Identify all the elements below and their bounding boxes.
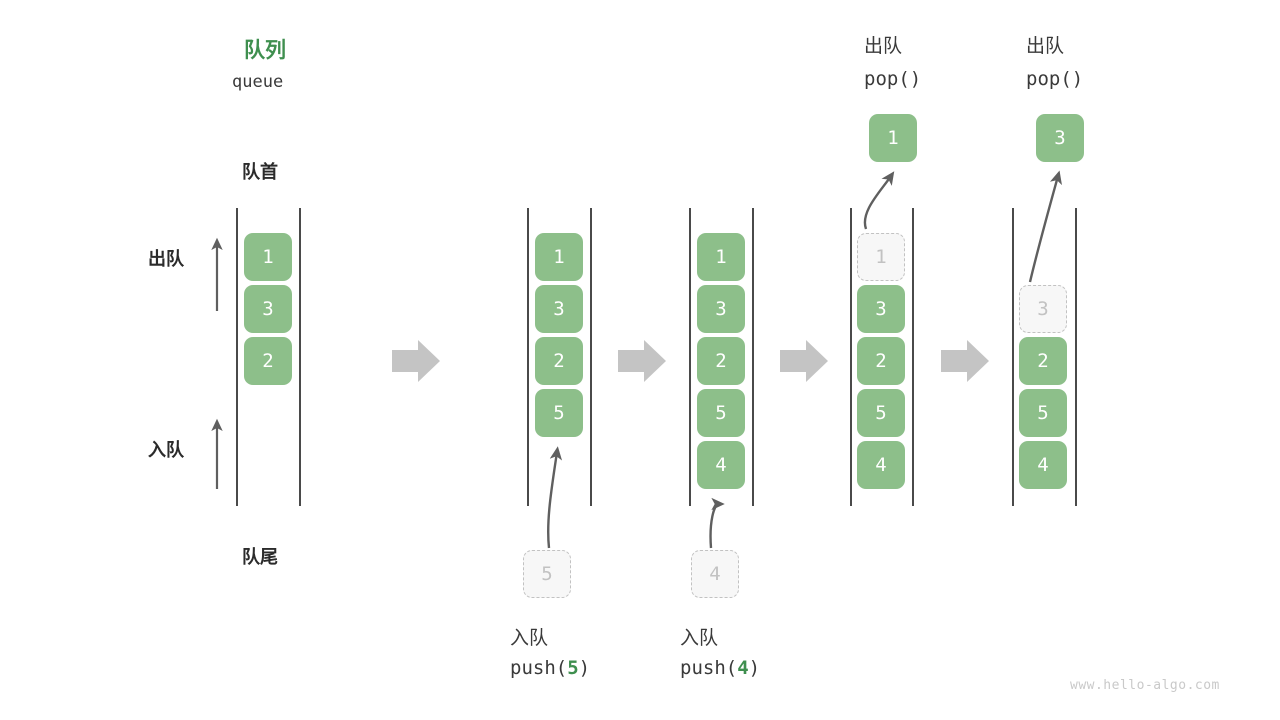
transition-block-arrow — [618, 340, 666, 382]
queue-cell: 4 — [1019, 441, 1067, 489]
pop-header-cn-2: 出队 — [1026, 36, 1065, 57]
queue-cell: 4 — [697, 441, 745, 489]
queue-rail-right-4 — [912, 208, 914, 506]
push-code-head: push( — [680, 657, 738, 679]
push-caption-code-2: push(4) — [680, 657, 760, 679]
queue-cell: 2 — [697, 337, 745, 385]
queue-cell: 5 — [535, 389, 583, 437]
queue-cell: 3 — [535, 285, 583, 333]
queue-cell: 1 — [697, 233, 745, 281]
queue-rail-right-3 — [752, 208, 754, 506]
push-code-arg: 4 — [737, 657, 749, 679]
incoming-ghost-cell: 4 — [691, 550, 739, 598]
queue-cell: 3 — [697, 285, 745, 333]
popped-cell: 3 — [1036, 114, 1084, 162]
push-caption-cn-2: 入队 — [680, 628, 719, 649]
push-arrow-2 — [709, 497, 725, 549]
queue-rail-left-4 — [850, 208, 852, 506]
pop-arrow-1 — [863, 171, 895, 230]
queue-rail-left-5 — [1012, 208, 1014, 506]
popped-cell: 1 — [869, 114, 917, 162]
queue-cell: 1 — [535, 233, 583, 281]
push-code-tail: ) — [748, 657, 761, 679]
outgoing-ghost-cell: 1 — [857, 233, 905, 281]
queue-cell: 5 — [1019, 389, 1067, 437]
queue-rail-right-5 — [1075, 208, 1077, 506]
push-arrow-1 — [547, 446, 563, 549]
queue-cell: 2 — [244, 337, 292, 385]
enqueue-label: 入队 — [148, 440, 184, 460]
transition-block-arrow — [941, 340, 989, 382]
queue-cell: 5 — [857, 389, 905, 437]
pop-header-code-1: pop() — [864, 68, 922, 90]
queue-cell: 2 — [857, 337, 905, 385]
transition-block-arrow — [392, 340, 440, 382]
queue-rail-left-1 — [236, 208, 238, 506]
queue-title-en: queue — [232, 72, 284, 92]
queue-cell: 2 — [535, 337, 583, 385]
queue-cell: 3 — [857, 285, 905, 333]
push-code-arg: 5 — [567, 657, 579, 679]
queue-cell: 5 — [697, 389, 745, 437]
queue-cell: 3 — [244, 285, 292, 333]
queue-cell: 4 — [857, 441, 905, 489]
pop-arrow-2 — [1028, 170, 1062, 283]
push-caption-code-1: push(5) — [510, 657, 590, 679]
transition-block-arrow — [780, 340, 828, 382]
queue-rail-left-2 — [527, 208, 529, 506]
pop-header-code-2: pop() — [1026, 68, 1084, 90]
queue-cell: 1 — [244, 233, 292, 281]
push-caption-cn-1: 入队 — [510, 628, 549, 649]
watermark: www.hello-algo.com — [1070, 678, 1220, 693]
queue-title-cn: 队列 — [244, 39, 286, 62]
queue-cell: 2 — [1019, 337, 1067, 385]
dequeue-label: 出队 — [148, 249, 184, 269]
incoming-ghost-cell: 5 — [523, 550, 571, 598]
push-code-tail: ) — [578, 657, 591, 679]
queue-rail-left-3 — [689, 208, 691, 506]
rear-label: 队尾 — [242, 547, 278, 567]
outgoing-ghost-cell: 3 — [1019, 285, 1067, 333]
pop-header-cn-1: 出队 — [864, 36, 903, 57]
queue-rail-right-2 — [590, 208, 592, 506]
front-label: 队首 — [242, 162, 278, 182]
push-code-head: push( — [510, 657, 568, 679]
queue-rail-right-1 — [299, 208, 301, 506]
